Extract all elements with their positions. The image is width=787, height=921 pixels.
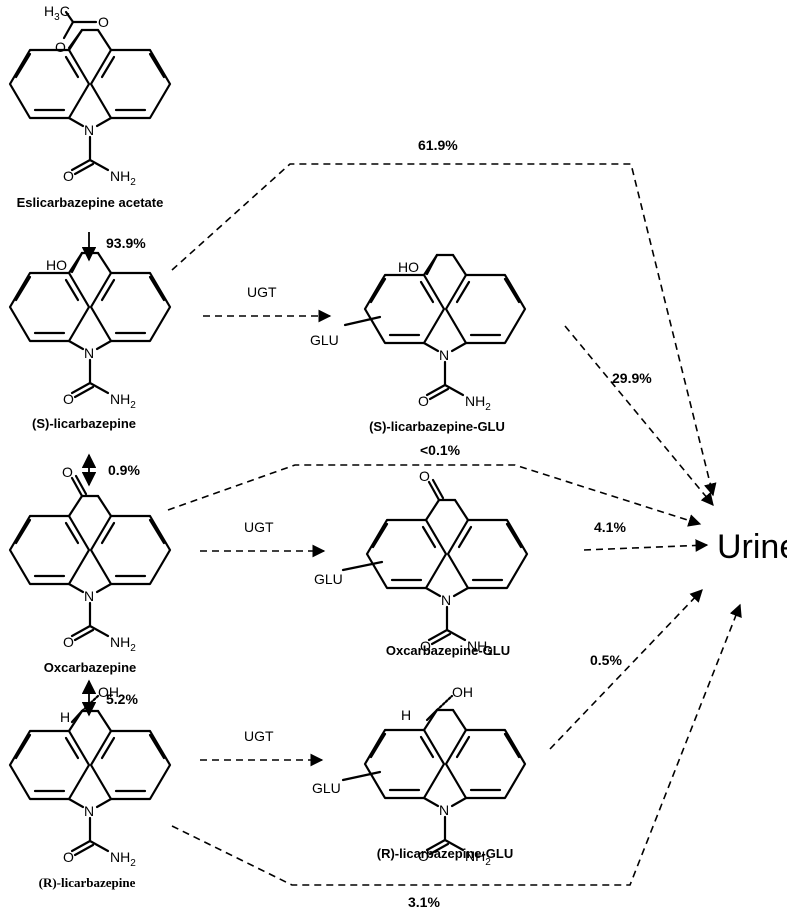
s-licarbazepine-label: (S)-licarbazepine [32,416,136,431]
n-atom: N [441,592,451,608]
n-atom: N [439,347,449,363]
o-atom: O [63,849,74,865]
oh-atom: OH [98,684,119,700]
oxcarbazepine-glu-label: Oxcarbazepine-GLU [386,643,510,658]
r-licarbazepine-glu-label: (R)-licarbazepine-GLU [377,846,514,861]
nh2-atom: NH2 [110,634,136,654]
pct-29-9: 29.9% [612,370,652,386]
ho-atom: HO [398,259,419,275]
oxcarbazepine-label: Oxcarbazepine [44,660,137,675]
pct-4-1: 4.1% [594,519,626,535]
pct-3-1: 3.1% [408,894,440,910]
glu-group: GLU [310,332,339,348]
nh2-atom: NH2 [465,393,491,413]
oxcarbazepine-structure: N O NH2 O Oxcarbazepine [8,464,172,675]
nh2-atom: NH2 [110,391,136,411]
pct-0-9: 0.9% [108,462,140,478]
pct-0-5: 0.5% [590,652,622,668]
glu-group: GLU [314,571,343,587]
nh2-atom: NH2 [110,849,136,869]
o-atom: O [55,39,66,55]
n-atom: N [84,588,94,604]
urine-arrows: 61.9% 29.9% <0.1% 4.1% 0.5% 3.1% [167,137,742,910]
n-atom: N [439,802,449,818]
o-atom: O [63,391,74,407]
arrow-ox-glu-urine [583,539,709,552]
oh-atom: OH [452,684,473,700]
pct-61-9: 61.9% [418,137,458,153]
conversion-arrows: 93.9% 0.9% 5.2% [81,232,146,717]
nh2-atom: NH2 [467,638,493,658]
wedge-bond [67,28,84,50]
glu-group: GLU [312,780,341,796]
r-licarbazepine-label: (R)-licarbazepine [39,875,136,890]
eslicarbazepine-acetate-label: Eslicarbazepine acetate [17,195,164,210]
nh2-atom: NH2 [465,848,491,868]
ch3-group: H3C [44,3,70,23]
arrow-eslicarbazepine-urine [171,163,717,497]
urine-label: Urine [717,528,787,566]
ugt-label: UGT [244,728,274,744]
o-atom: O [418,848,429,864]
r-licarbazepine-glu-structure: N O NH2 H OH GLU (R)-licarbazepine-GLU [312,684,527,868]
arrow-r-glu-urine [549,589,703,750]
n-atom: N [84,345,94,361]
pct-lt-0-1: <0.1% [420,442,461,458]
ho-atom: HO [46,257,67,273]
pct-93-9: 93.9% [106,235,146,251]
arrow-r-urine [171,603,742,886]
eslicarbazepine-acetate-structure: N O NH2 O O H3C Eslicarbazepine acetate [8,3,172,210]
o-atom: O [418,393,429,409]
h-atom: H [401,707,411,723]
o-atom: O [420,638,431,654]
s-licarbazepine-structure: N O NH2 HO (S)-licarbazepine [8,251,172,431]
o-atom: O [62,464,73,480]
r-licarbazepine-structure: N O NH2 H OH (R)-licarbazepine [8,684,172,890]
oxcarbazepine-glu-structure: N O NH2 O GLU Oxcarbazepine-GLU [314,468,529,658]
h-atom: H [60,709,70,725]
s-licarbazepine-glu-label: (S)-licarbazepine-GLU [369,419,505,434]
n-atom: N [84,803,94,819]
pct-5-2: 5.2% [106,691,138,707]
ugt-label: UGT [247,284,277,300]
arrow-s-glu-urine [564,325,714,506]
arrow-s-urine [167,464,702,527]
nh2-atom: NH2 [110,168,136,188]
o-atom: O [63,168,74,184]
o-atom: O [98,14,109,30]
s-licarbazepine-glu-structure: N O NH2 HO GLU (S)-licarbazepine-GLU [310,253,527,434]
ugt-arrows: UGT UGT UGT [200,284,332,767]
o-atom: O [419,468,430,484]
n-atom: N [84,122,94,138]
ugt-label: UGT [244,519,274,535]
o-atom: O [63,634,74,650]
